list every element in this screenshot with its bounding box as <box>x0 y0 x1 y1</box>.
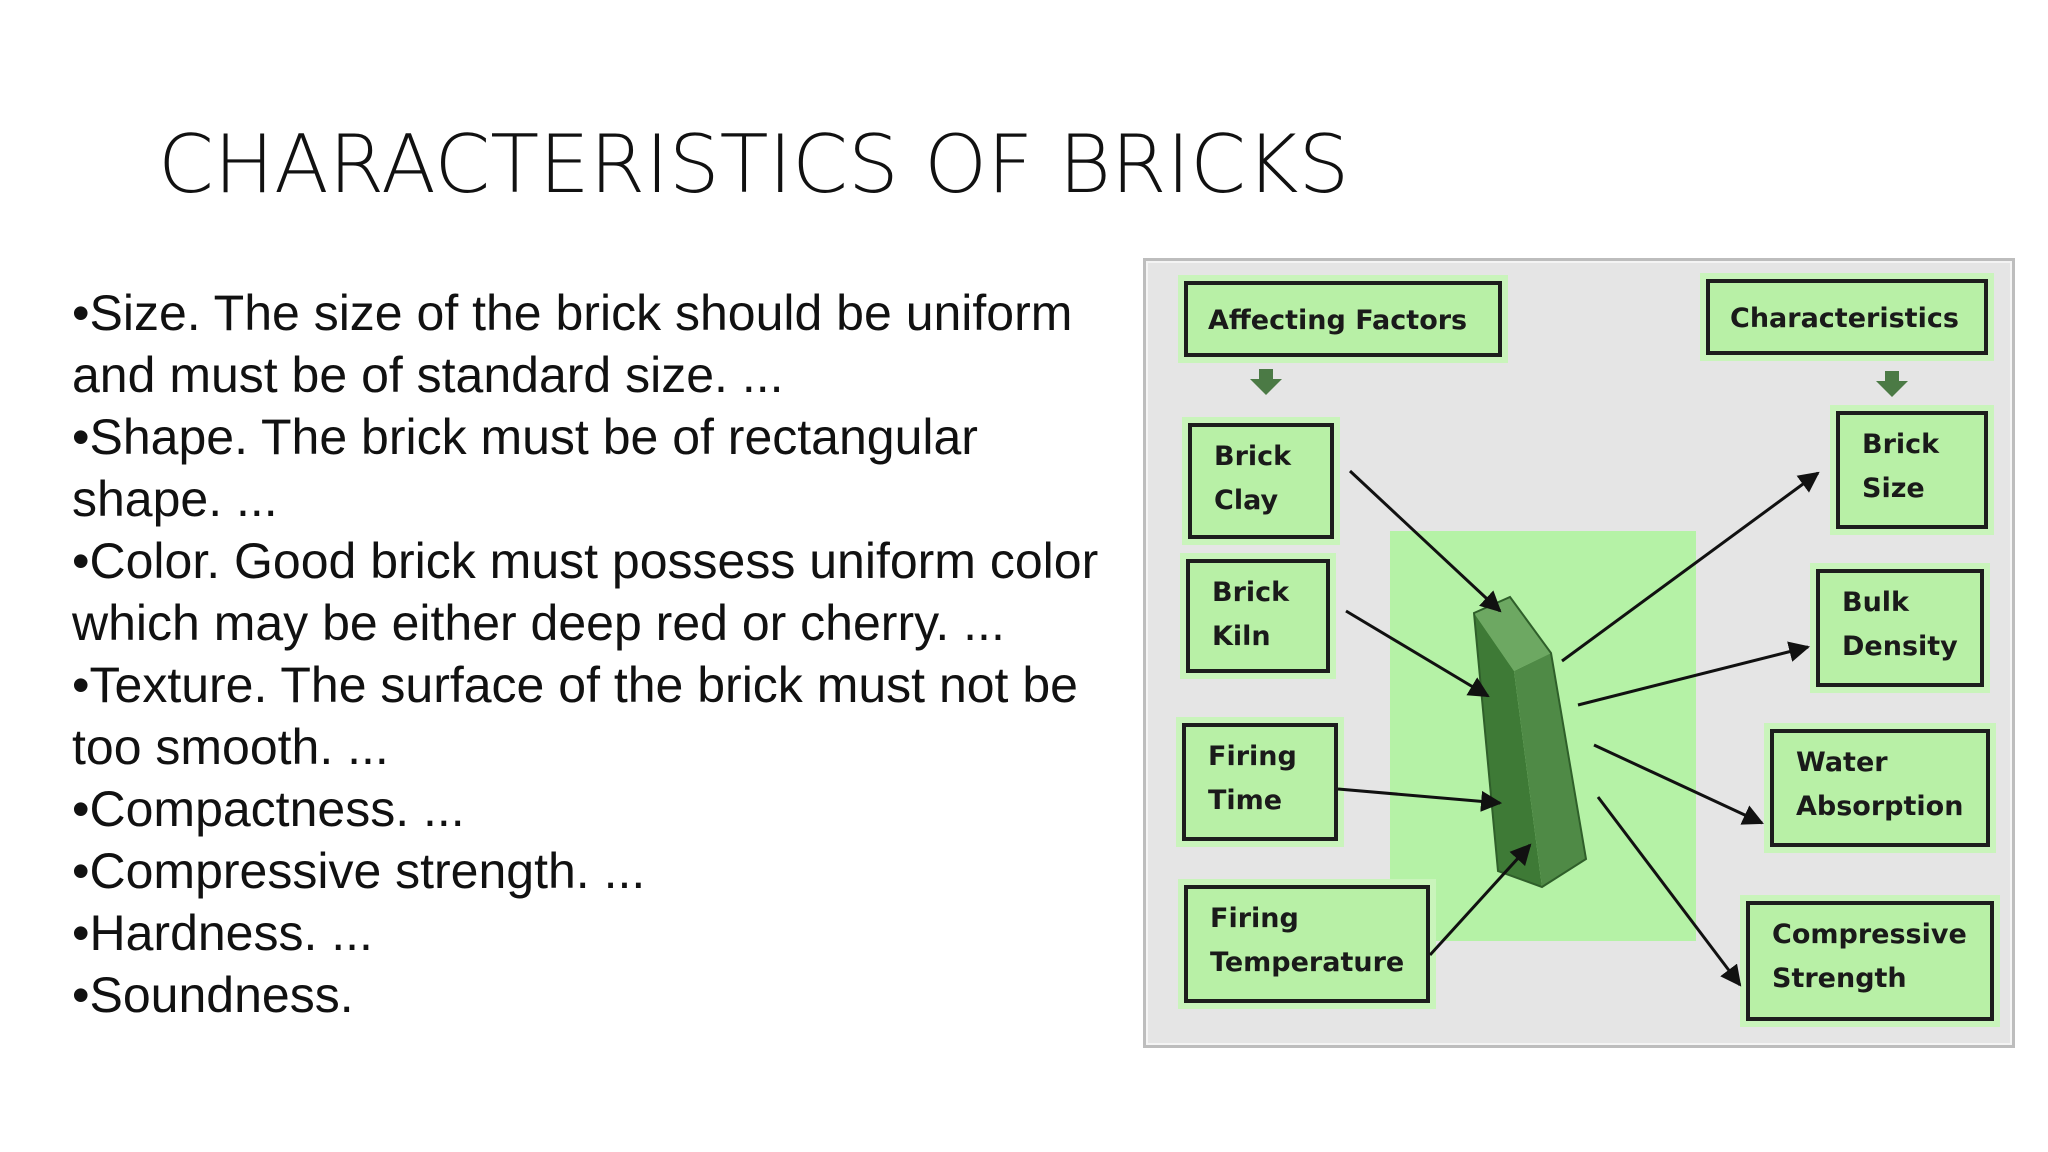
bullet-shape: •Shape. The brick must be of rectangular… <box>72 409 978 527</box>
characteristics-label: Characteristics <box>1730 303 1959 334</box>
factor-firing-temperature: Firing Temperature <box>1184 885 1430 1003</box>
factor-line: Temperature <box>1210 947 1405 978</box>
char-line: Absorption <box>1796 791 1964 822</box>
char-line: Water <box>1796 747 1888 778</box>
factor-line: Time <box>1208 785 1283 816</box>
char-line: Size <box>1862 473 1925 504</box>
affecting-factors-header: Affecting Factors <box>1184 281 1502 357</box>
char-line: Bulk <box>1842 587 1910 618</box>
arrow-brick-to-strength <box>1596 796 1742 987</box>
factor-brick-clay: Brick Clay <box>1188 423 1334 539</box>
arrow-time-to-brick <box>1337 787 1503 812</box>
factor-line: Kiln <box>1212 621 1271 652</box>
bullet-size: •Size. The size of the brick should be u… <box>72 285 1073 403</box>
factor-line: Clay <box>1214 485 1279 516</box>
arrow-brick-to-absorption <box>1593 743 1764 825</box>
brick-block-icon <box>1472 595 1588 889</box>
slide-title: CHARACTERISTICS OF BRICKS <box>158 118 1350 211</box>
factor-line: Firing <box>1208 741 1297 772</box>
arrow-brick-to-size <box>1561 471 1820 663</box>
factor-firing-time: Firing Time <box>1182 723 1338 841</box>
char-line: Compressive <box>1772 919 1967 950</box>
arrow-kiln-to-brick <box>1345 609 1490 698</box>
arrow-temperature-to-brick <box>1428 843 1532 957</box>
char-compressive-strength: Compressive Strength <box>1746 901 1994 1021</box>
arrow-down-icon <box>1876 371 1908 397</box>
affecting-factors-label: Affecting Factors <box>1208 305 1468 336</box>
bullet-list: •Size. The size of the brick should be u… <box>72 282 1132 1026</box>
bullet-compressive-strength: •Compressive strength. ... <box>72 843 646 899</box>
bullet-soundness: •Soundness. <box>72 967 354 1023</box>
bullet-hardness: •Hardness. ... <box>72 905 373 961</box>
char-water-absorption: Water Absorption <box>1770 729 1990 847</box>
arrow-clay-to-brick <box>1348 469 1502 613</box>
char-bulk-density: Bulk Density <box>1816 569 1984 687</box>
char-line: Density <box>1842 631 1958 662</box>
factor-brick-kiln: Brick Kiln <box>1186 559 1330 673</box>
factor-line: Firing <box>1210 903 1299 934</box>
char-brick-size: Brick Size <box>1836 411 1988 529</box>
brick-characteristics-diagram: Affecting Factors Characteristics Brick … <box>1143 258 2015 1048</box>
arrow-brick-to-density <box>1577 641 1811 707</box>
bullet-color: •Color. Good brick must possess uniform … <box>72 533 1099 651</box>
diagram-arrows <box>1250 369 1908 987</box>
bullet-texture: •Texture. The surface of the brick must … <box>72 657 1078 775</box>
characteristics-header: Characteristics <box>1706 279 1988 355</box>
factor-line: Brick <box>1212 577 1290 608</box>
char-line: Brick <box>1862 429 1940 460</box>
factor-line: Brick <box>1214 441 1292 472</box>
char-line: Strength <box>1772 963 1907 994</box>
arrow-down-icon <box>1250 369 1282 395</box>
bullet-compactness: •Compactness. ... <box>72 781 465 837</box>
